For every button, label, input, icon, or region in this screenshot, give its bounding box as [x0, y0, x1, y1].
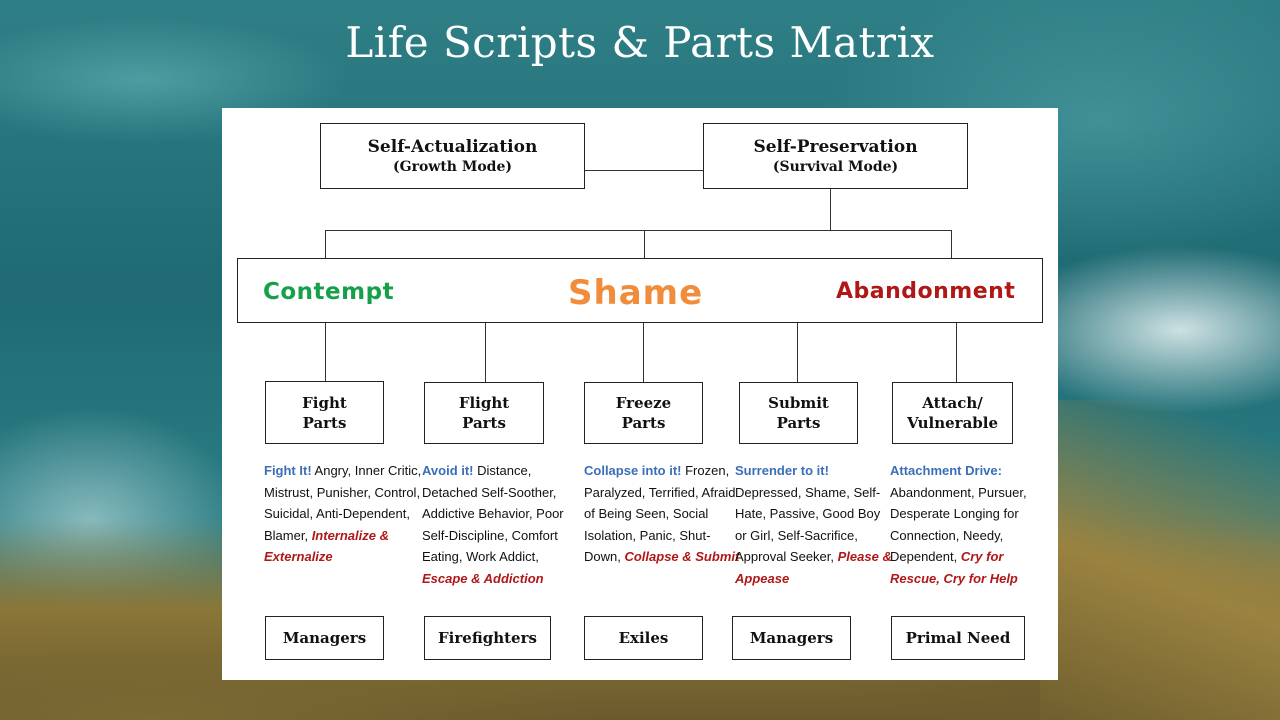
- abandonment-label: Abandonment: [836, 279, 1016, 304]
- part-label-line2: Parts: [302, 413, 347, 432]
- description-tail: Collapse & Submit: [624, 549, 740, 564]
- description-body: Angry, Inner Critic, Mistrust, Punisher,…: [264, 463, 422, 543]
- part-label-line2: Parts: [621, 414, 666, 432]
- description-lead: Collapse into it!: [584, 463, 682, 478]
- part-label-line1: Fight: [302, 393, 347, 412]
- self-actualization-subtitle: (Growth Mode): [392, 159, 513, 175]
- contempt-label: Contempt: [263, 279, 395, 305]
- description-tail: Cry for Rescue, Cry for Help: [890, 549, 1018, 586]
- freeze-parts-box: Freeze Parts: [584, 382, 703, 444]
- connector-line: [585, 170, 703, 171]
- self-actualization-box: Self-Actualization (Growth Mode): [320, 123, 585, 189]
- connector-line: [830, 189, 831, 230]
- exiles-box: Exiles: [584, 616, 703, 660]
- connector-line: [325, 323, 326, 381]
- freeze-description: Collapse into it! Frozen, Paralyzed, Ter…: [584, 460, 744, 568]
- connector-line: [325, 230, 326, 258]
- managers-box: Managers: [265, 616, 384, 660]
- attach-vulnerable-box: Attach/ Vulnerable: [892, 382, 1013, 444]
- primal-need-box: Primal Need: [891, 616, 1025, 660]
- fight-description: Fight It! Angry, Inner Critic, Mistrust,…: [264, 460, 424, 568]
- self-preservation-title: Self-Preservation: [753, 137, 918, 157]
- connector-line: [951, 230, 952, 258]
- description-body: Depressed, Shame, Self-Hate, Passive, Go…: [735, 484, 881, 565]
- self-actualization-title: Self-Actualization: [367, 137, 538, 157]
- connector-line: [797, 323, 798, 382]
- description-tail: Internalize & Externalize: [264, 527, 389, 565]
- attach-description: Attachment Drive: Abandonment, Pursuer, …: [890, 460, 1050, 589]
- description-body: Distance, Detached Self-Soother, Addicti…: [422, 463, 564, 564]
- shame-label: Shame: [568, 273, 704, 313]
- connector-line: [325, 230, 952, 231]
- submit-parts-box: Submit Parts: [739, 382, 858, 444]
- fight-parts-box: Fight Parts: [265, 381, 384, 444]
- page-title: Life Scripts & Parts Matrix: [345, 18, 935, 67]
- description-lead: Fight It!: [264, 463, 312, 478]
- description-body: Frozen, Paralyzed, Terrified, Afraid of …: [584, 463, 736, 564]
- firefighters-box: Firefighters: [424, 616, 551, 660]
- part-label-line1: Flight: [458, 394, 510, 412]
- connector-line: [643, 323, 644, 382]
- grass-cliff-background: [1040, 400, 1280, 720]
- description-lead: Avoid it!: [422, 463, 474, 478]
- description-tail: Please & Appease: [735, 549, 892, 586]
- connector-line: [485, 323, 486, 382]
- managers-box: Managers: [732, 616, 851, 660]
- part-label-line2: Vulnerable: [906, 414, 999, 432]
- description-lead: Surrender to it!: [735, 463, 829, 478]
- description-body: Abandonment, Pursuer, Desperate Longing …: [890, 484, 1027, 565]
- part-label-line2: Parts: [776, 414, 821, 432]
- part-label-line1: Freeze: [615, 394, 672, 412]
- matrix-panel: Self-Actualization (Growth Mode) Self-Pr…: [222, 108, 1058, 680]
- description-lead: Attachment Drive:: [890, 463, 1002, 478]
- flight-description: Avoid it! Distance, Detached Self-Soothe…: [422, 460, 582, 589]
- connector-line: [956, 323, 957, 382]
- emotion-bar: Contempt Shame Abandonment: [237, 258, 1043, 323]
- connector-line: [644, 230, 645, 258]
- part-label-line1: Submit: [768, 394, 829, 412]
- part-label-line2: Parts: [462, 414, 506, 432]
- flight-parts-box: Flight Parts: [424, 382, 544, 444]
- submit-description: Surrender to it! Depressed, Shame, Self-…: [735, 460, 895, 589]
- self-preservation-box: Self-Preservation (Survival Mode): [703, 123, 968, 189]
- description-tail: Escape & Addiction: [422, 570, 544, 586]
- self-preservation-subtitle: (Survival Mode): [772, 159, 899, 175]
- part-label-line1: Attach/: [922, 394, 983, 412]
